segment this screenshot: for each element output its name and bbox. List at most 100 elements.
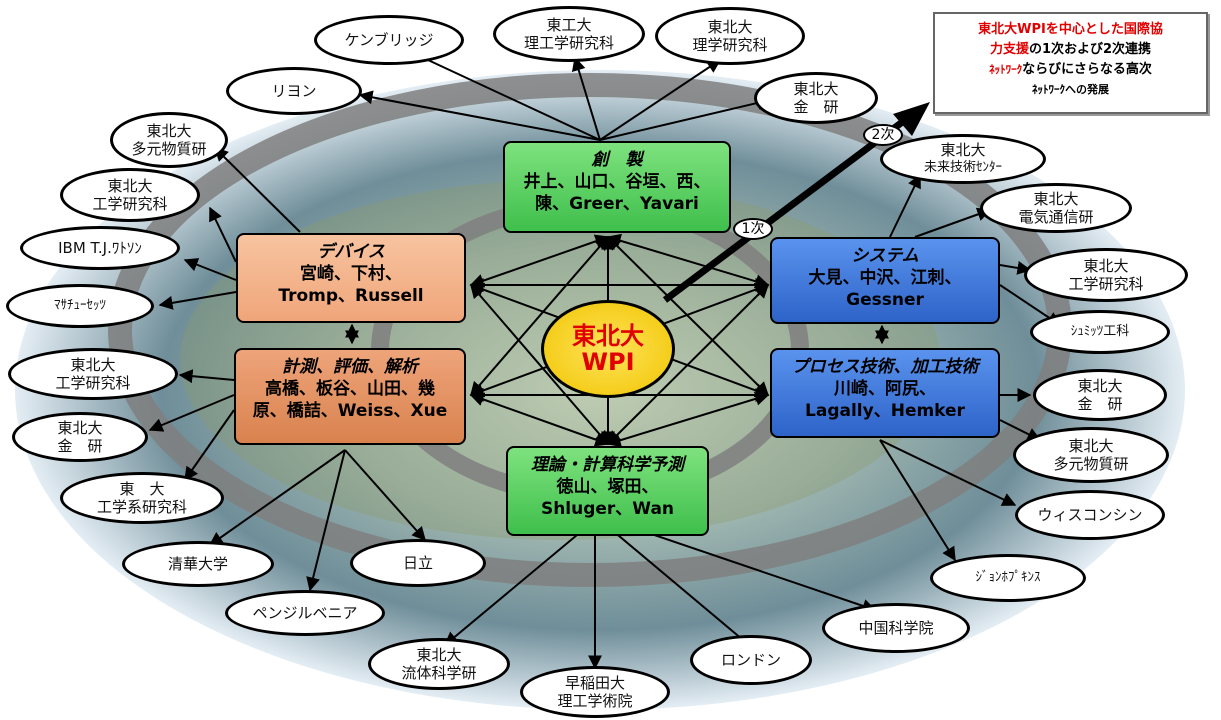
partner-dept: 工学系研究科 bbox=[96, 498, 187, 516]
partner-name: 東北大 bbox=[1068, 437, 1114, 455]
sousei-box: 創 製 井上、山口、谷垣、西、 陳、Greer、Yavari bbox=[503, 141, 731, 233]
partner-tohoku-tagen-left: 東北大多元物質研 bbox=[110, 112, 228, 168]
partner-name: ウィスコンシン bbox=[1037, 506, 1143, 524]
partner-tohoku-mirai: 東北大未来技術ｾﾝﾀｰ bbox=[880, 134, 1046, 184]
partner-tokodai-riko: 東工大理工学研究科 bbox=[493, 6, 645, 62]
partner-name: ｼｭﾐｯﾂ工科 bbox=[1070, 324, 1130, 339]
device-line2: Tromp、Russell bbox=[278, 286, 424, 306]
partner-lyon: リヨン bbox=[226, 67, 362, 115]
partner-dept: 理学研究科 bbox=[692, 36, 768, 54]
partner-dept: 多元物質研 bbox=[1053, 455, 1129, 473]
partner-tohoku-kogaku-right: 東北大工学研究科 bbox=[1024, 248, 1188, 302]
partner-tohoku-kinken-top: 東北大金 研 bbox=[754, 72, 878, 124]
partner-name: ｼﾞｮﾝﾎﾌﾟｷﾝｽ bbox=[975, 570, 1041, 585]
primary-tag: 1次 bbox=[733, 218, 773, 240]
partner-tohoku-kogaku-left1: 東北大工学研究科 bbox=[60, 168, 200, 222]
device-line1: 宮崎、下村、 bbox=[300, 264, 402, 284]
callout-line3: ﾈｯﾄﾜｰｸならびにさらなる高次 bbox=[935, 60, 1206, 80]
partner-name: 東北大 bbox=[1033, 190, 1079, 208]
riron-box: 理論・計算科学予測 徳山、塚田、 Shluger、Wan bbox=[506, 446, 709, 536]
partner-dept: 電気通信研 bbox=[1018, 208, 1094, 226]
keisoku-box: 計測、評価、解析 高橋、板谷、山田、幾 原、橋詰、Weiss、Xue bbox=[234, 348, 466, 445]
process-line1: 川崎、阿尻、 bbox=[834, 379, 936, 399]
sousei-title: 創 製 bbox=[591, 150, 643, 170]
keisoku-line1: 高橋、板谷、山田、幾 bbox=[265, 379, 435, 399]
partner-dept: 理工学研究科 bbox=[523, 34, 614, 52]
partner-dept: 工学研究科 bbox=[92, 195, 168, 213]
partner-cambridge: ケンブリッジ bbox=[314, 15, 464, 65]
riron-title: 理論・計算科学予測 bbox=[531, 455, 684, 475]
partner-name: 東北大 bbox=[70, 356, 116, 374]
partner-name: 清華大学 bbox=[167, 555, 228, 573]
partner-name: 東北大 bbox=[146, 122, 192, 140]
process-box: プロセス技術、加工技術 川崎、阿尻、 Lagally、Hemker bbox=[770, 348, 1000, 438]
partner-tohoku-denki: 東北大電気通信研 bbox=[980, 183, 1132, 233]
process-line2: Lagally、Hemker bbox=[805, 401, 965, 421]
partner-london: ロンドン bbox=[690, 635, 812, 685]
process-title: プロセス技術、加工技術 bbox=[791, 357, 979, 377]
sousei-line1: 井上、山口、谷垣、西、 bbox=[523, 172, 711, 192]
partner-mit: ﾏｻﾁｭｰｾｯﾂ bbox=[6, 284, 154, 328]
partner-chemnitz: ｼｭﾐｯﾂ工科 bbox=[1030, 310, 1170, 354]
callout-line4: ﾈｯﾄﾜｰｸへの発展 bbox=[1032, 83, 1109, 96]
partner-name: 東北大 bbox=[1083, 257, 1129, 275]
riron-line2: Shluger、Wan bbox=[540, 499, 675, 519]
partner-tsinghua: 清華大学 bbox=[122, 541, 274, 587]
partner-tohoku-ryutai: 東北大流体科学研 bbox=[368, 638, 510, 690]
partner-name: ロンドン bbox=[720, 651, 781, 669]
keisoku-title: 計測、評価、解析 bbox=[282, 357, 418, 377]
partner-dept: 未来技術ｾﾝﾀｰ bbox=[923, 160, 1002, 175]
callout-line3-rest: ならびにさらなる高次 bbox=[1022, 62, 1152, 77]
partner-hitachi: 日立 bbox=[350, 539, 486, 587]
partner-name: リヨン bbox=[271, 82, 317, 100]
expansion-arrowhead bbox=[893, 102, 930, 136]
partner-dept: 工学研究科 bbox=[1068, 275, 1144, 293]
partner-dept: 金 研 bbox=[57, 437, 103, 455]
partner-name: 東北大 bbox=[1077, 377, 1123, 395]
callout-line1: 東北大WPIを中心とした国際協 bbox=[978, 22, 1163, 37]
partner-name: 早稲田大 bbox=[564, 674, 625, 692]
partner-name: 東北大 bbox=[57, 419, 103, 437]
partner-ibm: IBM T.J.ﾜﾄｿﾝ bbox=[20, 226, 180, 270]
partner-name: ﾏｻﾁｭｰｾｯﾂ bbox=[54, 298, 106, 313]
partner-dept: 工学研究科 bbox=[55, 374, 131, 392]
partner-name: 東 大 bbox=[119, 480, 165, 498]
partner-todai-kogaku: 東 大工学系研究科 bbox=[60, 472, 224, 524]
partner-cas: 中国科学院 bbox=[822, 603, 970, 653]
partner-dept: 金 研 bbox=[793, 98, 839, 116]
partner-dept: 多元物質研 bbox=[131, 140, 207, 158]
device-box: デバイス 宮崎、下村、 Tromp、Russell bbox=[236, 233, 466, 323]
partner-tohoku-kinken-left: 東北大金 研 bbox=[12, 412, 148, 462]
wpi-center-node: 東北大 WPI bbox=[541, 300, 675, 398]
system-line2: Gessner bbox=[846, 290, 924, 310]
sousei-line2: 陳、Greer、Yavari bbox=[535, 194, 699, 214]
keisoku-line2: 原、橋詰、Weiss、Xue bbox=[252, 401, 448, 421]
partner-tohoku-kogaku-left2: 東北大工学研究科 bbox=[8, 348, 178, 400]
partner-name: 東北大 bbox=[707, 18, 753, 36]
riron-line1: 徳山、塚田、 bbox=[556, 477, 659, 497]
partner-tohoku-tagen-right: 東北大多元物質研 bbox=[1013, 427, 1169, 483]
partner-penn: ペンジルベニア bbox=[225, 590, 385, 636]
partner-name: ペンジルベニア bbox=[252, 604, 358, 622]
partner-dept: 理工学術院 bbox=[557, 692, 633, 710]
wpi-center-line1: 東北大 bbox=[572, 322, 644, 350]
partner-dept: 金 研 bbox=[1077, 395, 1123, 413]
device-title: デバイス bbox=[317, 242, 385, 262]
partner-name: IBM T.J.ﾜﾄｿﾝ bbox=[58, 239, 142, 257]
system-box: システム 大見、中沢、江刺、 Gessner bbox=[770, 237, 1000, 324]
partner-name: 中国科学院 bbox=[858, 619, 934, 637]
wpi-center-line2: WPI bbox=[581, 348, 635, 376]
callout-box: 東北大WPIを中心とした国際協 力支援の1次および2次連携 ﾈｯﾄﾜｰｸならびに… bbox=[933, 12, 1208, 114]
partner-name: 東北大 bbox=[107, 177, 153, 195]
partner-name: 東北大 bbox=[416, 646, 462, 664]
partner-waseda: 早稲田大理工学術院 bbox=[520, 666, 670, 718]
partner-name: 東北大 bbox=[940, 141, 986, 159]
system-line1: 大見、中沢、江刺、 bbox=[808, 268, 962, 288]
partner-tohoku-rigaku: 東北大理学研究科 bbox=[655, 7, 805, 65]
secondary-tag: 2次 bbox=[863, 124, 903, 146]
callout-line2-rest: の1次および2次連携 bbox=[1028, 42, 1152, 57]
callout-line2: 力支援の1次および2次連携 bbox=[935, 40, 1206, 60]
callout-line2-red: 力支援 bbox=[989, 42, 1029, 57]
callout-line3-red: ﾈｯﾄﾜｰｸ bbox=[989, 63, 1023, 76]
partner-dept: 流体科学研 bbox=[401, 664, 477, 682]
